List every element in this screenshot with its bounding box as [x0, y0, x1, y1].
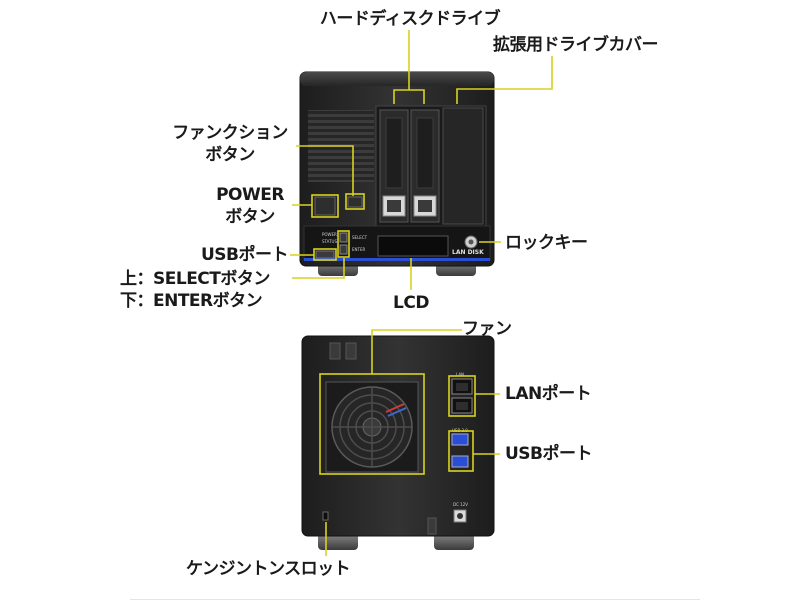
hdd-tray-1 — [379, 109, 409, 223]
label-power-button-line1: POWER — [216, 185, 284, 205]
highlight-lan — [448, 375, 476, 417]
front-blue-strip — [304, 258, 490, 261]
label-function-button: ファンクション ボタン — [160, 122, 300, 166]
rear-side-bracket — [427, 517, 437, 535]
label-select-enter: 上：SELECTボタン 下：ENTERボタン — [120, 268, 270, 312]
kensington-slot-shape — [322, 511, 329, 521]
fan-cable-blue — [387, 407, 407, 417]
label-expansion-cover: 拡張用ドライブカバー — [493, 35, 659, 55]
highlight-function-button — [345, 193, 365, 210]
rear-view: LAN USB 3.0 DC 12V — [301, 335, 495, 550]
leader-fan — [371, 329, 462, 374]
front-label-enter: ENTER — [352, 247, 365, 252]
highlight-usb-front — [313, 248, 337, 261]
label-select-line: 上：SELECTボタン — [120, 269, 270, 289]
rear-usb-port-2-shape — [451, 455, 469, 468]
label-lan-port: LANポート — [505, 384, 592, 404]
rear-bracket-right — [345, 342, 357, 360]
power-button-shape — [314, 196, 336, 216]
leader-lines — [290, 30, 553, 556]
label-fan: ファン — [462, 319, 512, 339]
rear-label-lan: LAN — [456, 372, 464, 377]
label-enter-line: 下：ENTERボタン — [120, 291, 263, 311]
leader-function-button — [296, 145, 354, 196]
label-usb-rear: USBポート — [505, 444, 593, 464]
label-lcd: LCD — [393, 293, 429, 313]
front-usb-port-shape — [315, 250, 335, 259]
label-power-button: POWER ボタン — [208, 184, 292, 228]
highlight-usb-rear — [448, 430, 474, 472]
rear-usb-port-1-shape — [451, 433, 469, 446]
leader-select-enter — [292, 258, 345, 279]
label-kensington-slot: ケンジントンスロット — [186, 559, 351, 579]
label-power-button-line2: ボタン — [225, 207, 275, 227]
expansion-drive-cover — [442, 107, 484, 225]
function-button-shape — [347, 196, 363, 208]
front-top — [300, 72, 494, 86]
leader-expansion-cover — [456, 56, 553, 104]
front-label-select: SELECT — [352, 235, 368, 240]
lcd-screen-shape — [377, 235, 449, 257]
lock-key-core — [468, 239, 474, 245]
highlight-power-button — [311, 194, 339, 218]
label-function-button-line2: ボタン — [205, 145, 255, 165]
fan-cable-red — [385, 403, 405, 413]
front-label-status: STATUS — [322, 239, 337, 244]
label-function-button-line1: ファンクション — [172, 123, 288, 143]
select-button-shape — [339, 232, 348, 243]
brand-logo: LAN DISK — [452, 249, 484, 256]
enter-button-shape — [339, 244, 348, 255]
front-label-power: POWER — [322, 232, 337, 237]
highlight-select-enter — [337, 230, 350, 258]
rear-label-dc: DC 12V — [453, 502, 468, 507]
hdd-tray-2 — [410, 109, 440, 223]
label-lock-key: ロックキー — [505, 233, 588, 253]
front-view: POWER STATUS SELECT ENTER LAN DISK — [299, 71, 495, 276]
label-usb-front: USBポート — [200, 245, 289, 265]
rear-bracket-left — [329, 342, 341, 360]
label-hdd: ハードディスクドライブ — [319, 9, 501, 29]
